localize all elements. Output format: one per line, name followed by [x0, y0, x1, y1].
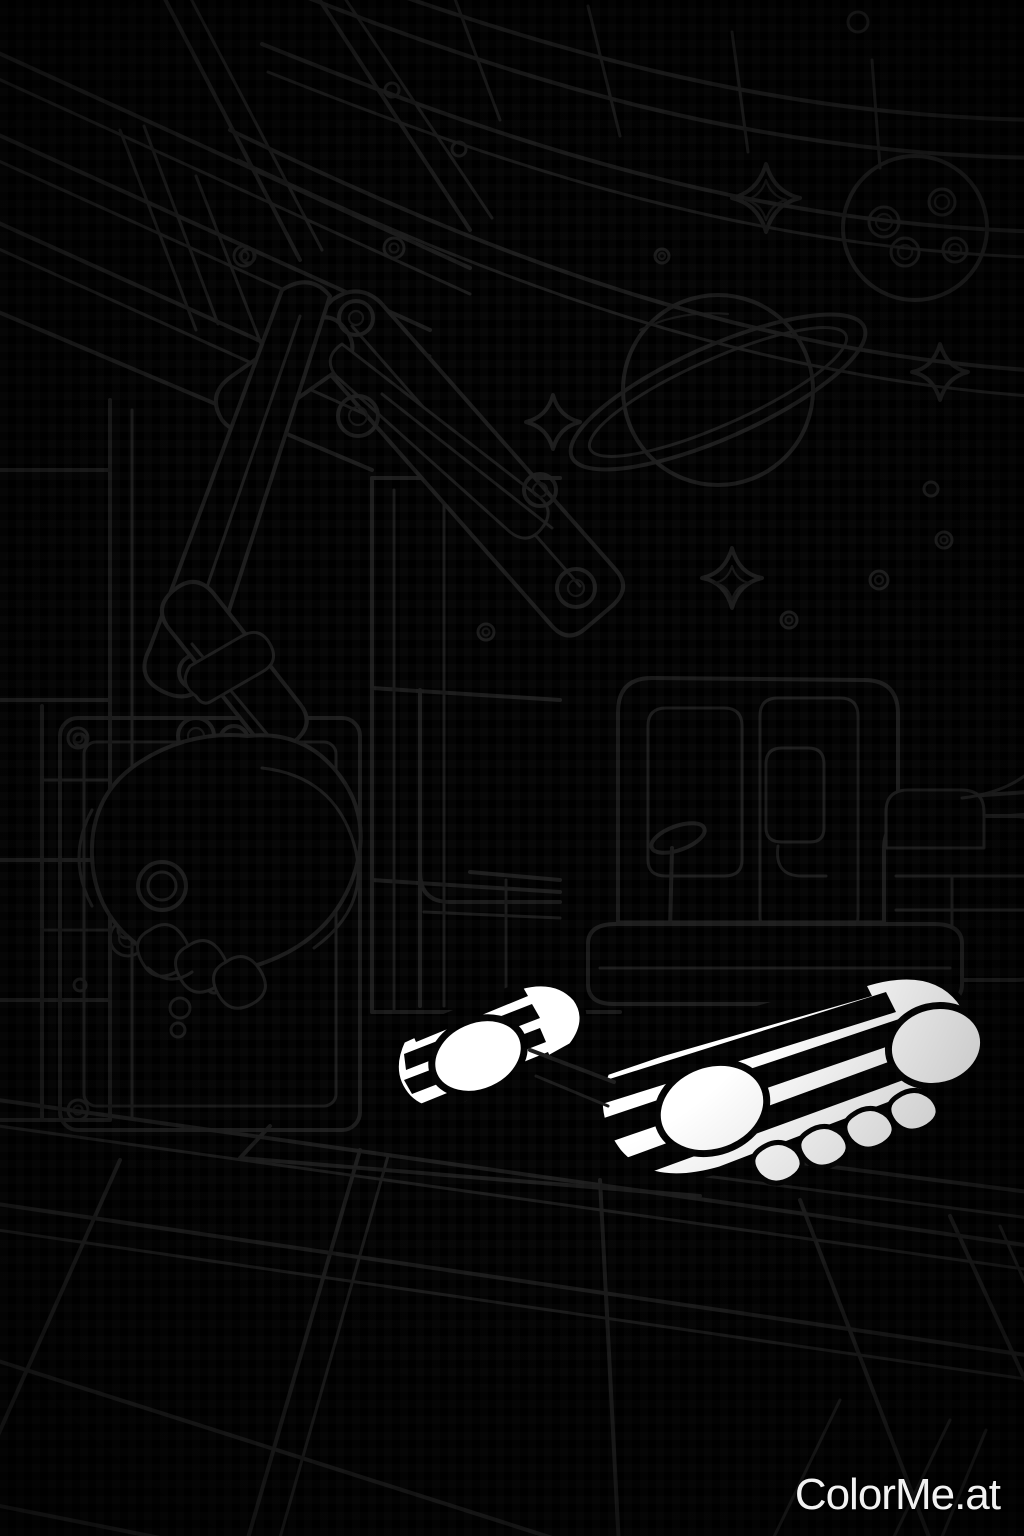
site-watermark: ColorMe.at [794, 1470, 1001, 1519]
